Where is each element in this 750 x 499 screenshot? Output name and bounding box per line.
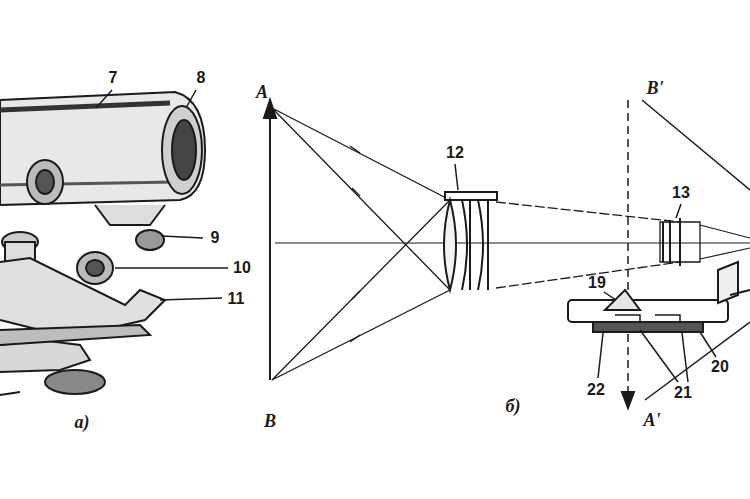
callout-number: 22 bbox=[586, 381, 606, 399]
callout-number: 19 bbox=[587, 274, 607, 292]
callout-number: 13 bbox=[671, 184, 691, 202]
point-letter: B' bbox=[645, 79, 664, 97]
callout-number: 10 bbox=[232, 259, 252, 277]
point-letter: A' bbox=[642, 411, 661, 429]
callout-number: 7 bbox=[108, 69, 119, 87]
point-letter: а) bbox=[74, 413, 91, 431]
point-letter: A bbox=[255, 83, 269, 101]
callout-number: 11 bbox=[227, 290, 246, 308]
point-letter: B bbox=[263, 412, 277, 430]
callout-number: 12 bbox=[445, 144, 465, 162]
callout-number: 8 bbox=[196, 69, 207, 87]
callout-number: 9 bbox=[210, 229, 221, 247]
callout-number: 21 bbox=[673, 384, 693, 402]
point-letter: б) bbox=[505, 397, 522, 415]
callout-number: 20 bbox=[710, 358, 730, 376]
